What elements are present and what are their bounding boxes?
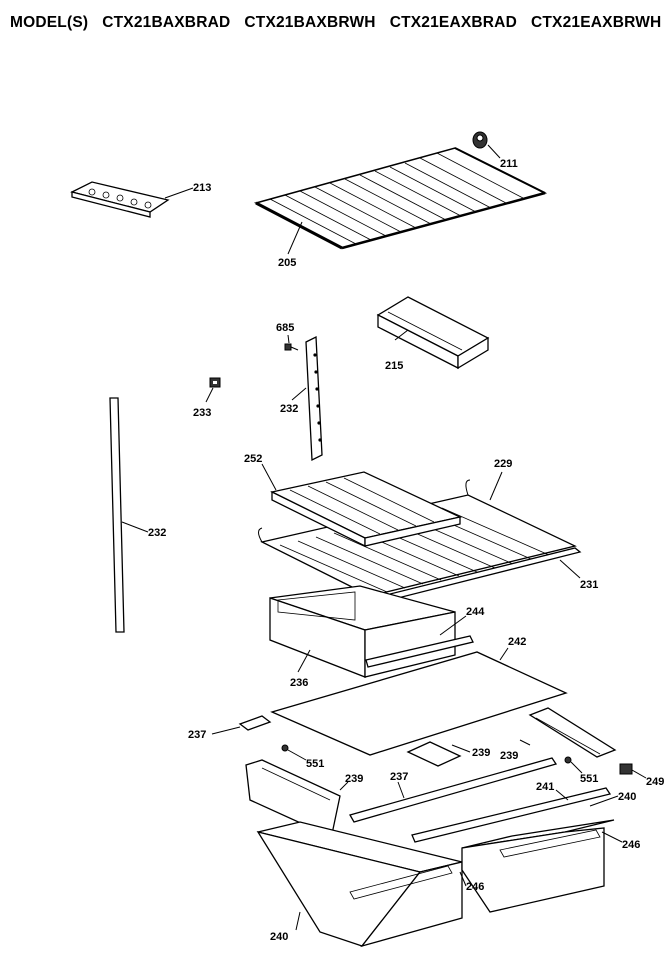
callout-215: 215	[385, 360, 403, 372]
callout-249: 249	[646, 776, 664, 788]
part-551-screw-left	[281, 744, 289, 752]
callout-241: 241	[536, 781, 554, 793]
callout-246-right: 246	[622, 839, 640, 851]
callout-244: 244	[466, 606, 485, 618]
model-number-1: CTX21BAXBRAD	[102, 14, 231, 31]
callout-211: 211	[500, 158, 518, 170]
callout-236: 236	[290, 677, 308, 689]
part-249-clip	[619, 763, 633, 775]
model-number-2: CTX21BAXBRWH	[244, 14, 376, 31]
model-number-4: CTX21EAXBRWH	[530, 14, 662, 31]
part-right-rail	[528, 707, 617, 758]
part-232-rail-center	[305, 335, 323, 462]
callout-213: 213	[193, 182, 211, 194]
part-211-cap	[472, 131, 488, 149]
part-244-handle	[365, 635, 474, 668]
callout-239-right: 239	[500, 750, 518, 762]
callout-237-left: 237	[188, 729, 206, 741]
part-237-bar	[349, 757, 558, 823]
model-number-3: CTX21EAXBRAD	[389, 14, 517, 31]
part-551-screw-right	[564, 756, 572, 764]
part-237-bracket-left	[238, 715, 272, 731]
part-252-shelf	[270, 471, 463, 548]
part-242-cover	[270, 651, 568, 756]
callout-232-center: 232	[280, 403, 298, 415]
part-215-bin	[376, 296, 490, 370]
callout-246-left: 246	[466, 881, 484, 893]
model-header: MODEL(S) CTX21BAXBRAD CTX21BAXBRWH CTX21EAX…	[10, 14, 672, 32]
callout-232-left: 232	[148, 527, 166, 539]
part-240-crisper-right	[461, 819, 615, 913]
callout-231: 231	[580, 579, 598, 591]
callout-551-right: 551	[580, 773, 598, 785]
callout-240-left: 240	[270, 931, 288, 943]
callout-252: 252	[244, 453, 262, 465]
callout-205: 205	[278, 257, 296, 269]
part-232-rail-left	[109, 397, 125, 633]
callout-233: 233	[193, 407, 211, 419]
callout-229: 229	[494, 458, 512, 470]
part-236-drawer	[269, 585, 456, 678]
part-685-screw	[284, 343, 299, 351]
part-239-bracket-center	[406, 741, 462, 767]
part-233-clip	[209, 377, 221, 388]
callout-551-left: 551	[306, 758, 324, 770]
callout-242: 242	[508, 636, 526, 648]
part-239-bracket-left	[245, 759, 341, 835]
callout-239-center: 239	[472, 747, 490, 759]
model-prefix: MODEL(S)	[10, 14, 89, 31]
part-241-bar	[411, 787, 612, 843]
callout-237-bar: 237	[390, 771, 408, 783]
part-240-crisper-left	[256, 821, 463, 948]
part-205-wire-shelf	[253, 147, 548, 250]
callout-240-right: 240	[618, 791, 636, 803]
callout-685: 685	[276, 322, 294, 334]
part-213-tray	[70, 181, 170, 218]
callout-239-left: 239	[345, 773, 363, 785]
